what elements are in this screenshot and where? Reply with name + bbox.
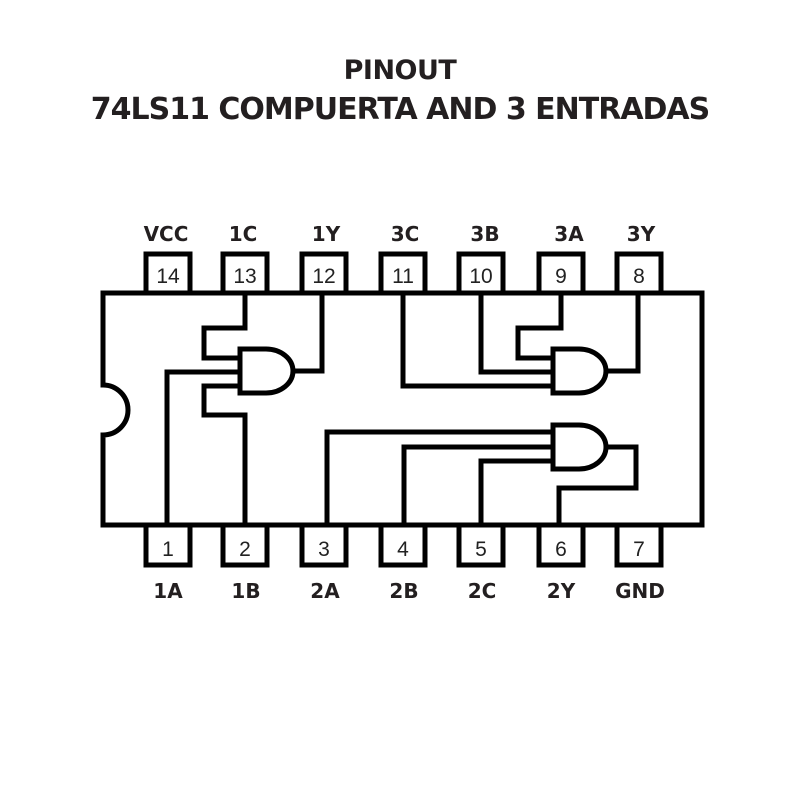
wire-3b: [478, 293, 553, 375]
pin-label-vcc: VCC: [144, 222, 189, 246]
pin-label-1c: 1C: [229, 222, 258, 246]
wire-2b: [401, 444, 553, 525]
pin-number-5: 5: [475, 538, 487, 561]
pin-14-box: [143, 251, 193, 296]
and-gate-1: [237, 346, 296, 396]
wire-2y: [556, 444, 639, 525]
and-gate-3: [550, 346, 609, 396]
pin-number-9: 9: [555, 265, 567, 288]
pin-number-10: 10: [469, 265, 492, 288]
pin-label-3y: 3Y: [627, 222, 656, 246]
pin-number-7: 7: [633, 538, 645, 561]
pin-number-12: 12: [312, 265, 335, 288]
pin-label-gnd: GND: [615, 579, 665, 603]
pin-label-2b: 2B: [389, 579, 418, 603]
pin-number-1: 1: [162, 538, 174, 561]
pin-label-3b: 3B: [470, 222, 499, 246]
wire-1c: [201, 293, 248, 361]
wire-2a: [324, 429, 553, 525]
pin-number-4: 4: [397, 538, 409, 561]
pin-number-13: 13: [233, 265, 256, 288]
pin-label-3a: 3A: [554, 222, 584, 246]
wire-1a: [164, 369, 240, 525]
pin-13-box: [220, 251, 270, 296]
pin-label-2a: 2A: [310, 579, 340, 603]
wire-3c: [400, 293, 553, 389]
pin-number-11: 11: [392, 265, 414, 288]
and-gate-2: [550, 422, 609, 472]
pin-2-box: [220, 522, 270, 568]
pin-label-1b: 1B: [231, 579, 260, 603]
pin-11-box: [378, 251, 428, 296]
pin-number-2: 2: [239, 538, 251, 561]
wire-2c: [478, 458, 553, 525]
pin-label-2y: 2Y: [547, 579, 576, 603]
pin-label-1y: 1Y: [312, 222, 341, 246]
wire-3a: [515, 293, 564, 361]
pin-label-3c: 3C: [391, 222, 420, 246]
pin-number-14: 14: [156, 265, 180, 288]
wire-3y: [606, 293, 641, 374]
pin-3-box: [299, 522, 349, 568]
pin-number-3: 3: [318, 538, 330, 561]
pin-number-6: 6: [555, 538, 567, 561]
wire-1b: [201, 383, 248, 525]
title-chip-name: 74LS11 COMPUERTA AND 3 ENTRADAS: [90, 92, 711, 127]
pin-label-1a: 1A: [153, 579, 183, 603]
pin-7-box: [614, 522, 664, 568]
pin-4-box: [378, 522, 428, 568]
pin-9-box: [536, 251, 586, 296]
wire-1y: [293, 293, 325, 374]
pin-number-8: 8: [633, 265, 645, 288]
title-pinout: PINOUT: [343, 55, 457, 86]
pin-label-2c: 2C: [468, 579, 497, 603]
